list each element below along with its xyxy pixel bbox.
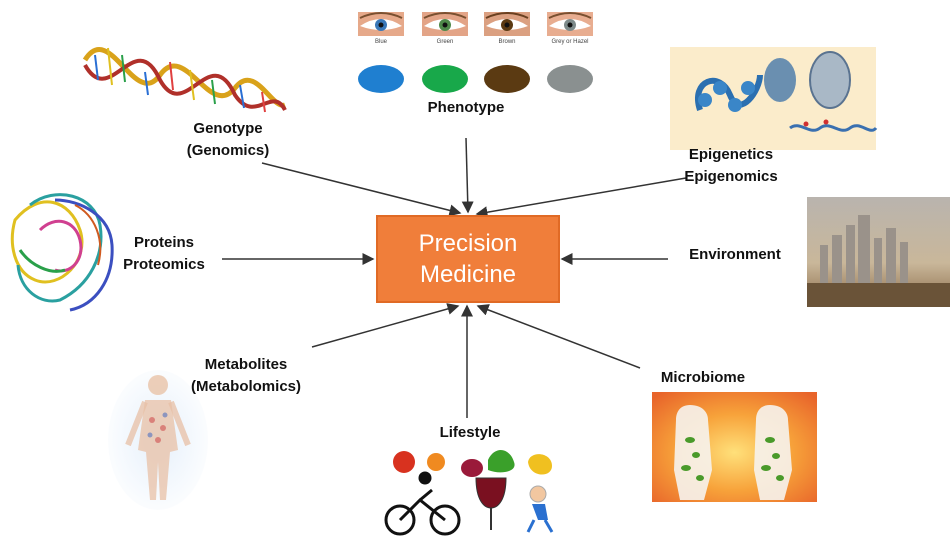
arrows: [222, 137, 687, 418]
arrow-epigenetics: [475, 177, 687, 219]
orange-icon: [427, 453, 445, 471]
metabolites-label: Metabolites (Metabolomics): [176, 354, 316, 398]
center-title-line1: Precision: [418, 230, 518, 257]
proteins-line2: Proteomics: [123, 256, 205, 273]
center-title-line2: Medicine: [419, 261, 517, 288]
greens-icon: [488, 450, 515, 473]
microbiome-label: Microbiome: [648, 367, 758, 389]
chromatin-image: [670, 47, 878, 150]
epigenetics-label: Epigenetics Epigenomics: [676, 144, 786, 188]
environment-line1: Environment: [689, 246, 781, 263]
runner-icon: [526, 485, 554, 533]
metabolites-line2: (Metabolomics): [190, 378, 301, 395]
eye-green: [422, 12, 468, 36]
brown-swatch: [484, 65, 530, 93]
cyclist-icon: [384, 471, 461, 536]
arrow-metabolites: [311, 303, 460, 348]
genotype-line2: (Genomics): [186, 142, 270, 159]
microbiome-image: [652, 392, 817, 502]
genotype-label: Genotype (Genomics): [178, 118, 278, 162]
wine-glass-icon: [475, 477, 507, 509]
blue-swatch: [358, 65, 404, 93]
tomato-icon: [393, 451, 415, 473]
green-swatch: [422, 65, 468, 93]
eye-label-blue: Blue: [374, 39, 387, 45]
lifestyle-line1: Lifestyle: [439, 424, 501, 441]
arrow-microbiome: [476, 304, 641, 369]
genotype-line1: Genotype: [193, 120, 263, 137]
lifestyle-label: Lifestyle: [430, 422, 510, 444]
proteins-line1: Proteins: [133, 234, 194, 251]
lifestyle-collage-image: [384, 450, 554, 536]
protein-structure-image: [10, 193, 114, 312]
city-skyline-image: [807, 197, 950, 307]
grey-swatch: [547, 65, 593, 93]
beet-icon: [461, 459, 483, 477]
phenotype-line1: Phenotype: [427, 99, 505, 116]
arrow-genotype: [261, 162, 462, 217]
proteins-label: Proteins Proteomics: [112, 232, 216, 276]
eye-color-image: [358, 12, 593, 93]
eye-label-grey: Grey or Hazel: [551, 39, 589, 45]
epigenetics-line1: Epigenetics: [688, 146, 774, 163]
eye-brown: [484, 12, 530, 36]
eye-grey: [547, 12, 593, 36]
precision-medicine-box: Precision Medicine: [376, 215, 560, 303]
arrow-phenotype: [461, 137, 474, 214]
epigenetics-line2: Epigenomics: [684, 168, 778, 185]
eye-label-green: Green: [436, 39, 454, 45]
metabolites-line1: Metabolites: [204, 356, 288, 373]
environment-label: Environment: [676, 244, 794, 266]
phenotype-label: Phenotype: [414, 97, 518, 119]
eye-blue: [358, 12, 404, 36]
microbiome-line1: Microbiome: [660, 369, 746, 386]
dna-helix-image: [82, 47, 287, 113]
human-body-image: [108, 370, 208, 510]
eye-label-brown: Brown: [498, 39, 516, 45]
pepper-icon: [528, 454, 552, 475]
